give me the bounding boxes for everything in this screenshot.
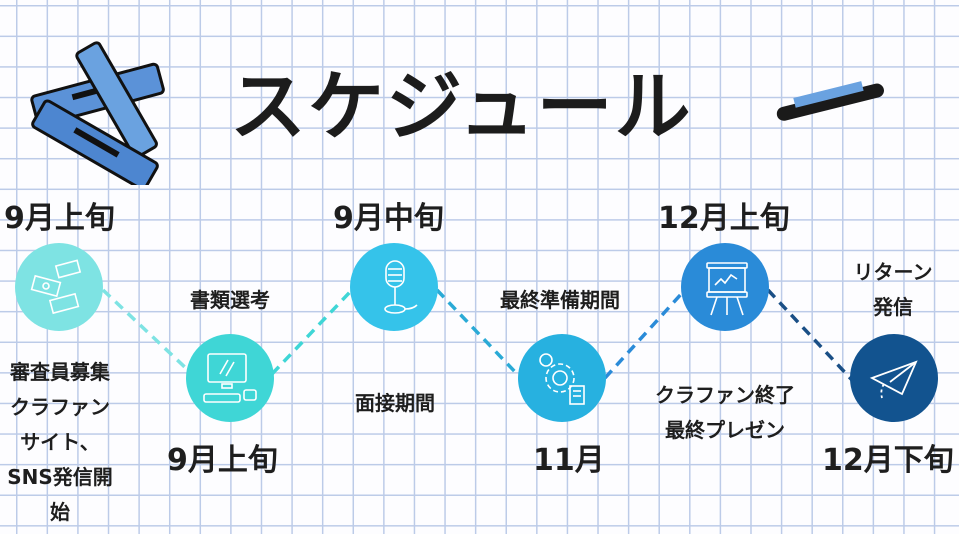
step-5-circle (681, 243, 769, 331)
step-1-description: 審査員募集 クラファン サイト、 SNS発信開 始 (0, 355, 120, 530)
step-4-circle (518, 334, 606, 422)
money-icon (30, 259, 82, 315)
step-2-description: 書類選考 (190, 288, 270, 312)
step-4-date: 11月 (533, 443, 605, 478)
desc-line: 最終プレゼン (665, 418, 785, 442)
desc-line: 始 (50, 500, 70, 524)
step-1-date: 9月上旬 (4, 201, 115, 236)
connector-line (435, 288, 520, 377)
pen-illustration (776, 81, 884, 121)
desc-line: SNS発信開 (7, 465, 113, 489)
connector-line (603, 290, 685, 380)
connector-line (766, 288, 854, 382)
desc-line: 審査員募集 (10, 360, 110, 384)
crayons-illustration (30, 41, 165, 185)
microphone-icon (384, 260, 418, 314)
desc-line: リターン (853, 260, 933, 284)
step-5-date: 12月上旬 (658, 201, 790, 236)
desc-line: クラファン終了 (655, 383, 795, 407)
presentation-board-icon (706, 262, 748, 316)
step-3-circle (350, 243, 438, 331)
desc-line: サイト、 (20, 430, 100, 454)
gear-document-icon (539, 353, 585, 405)
connector-line (270, 290, 352, 376)
step-6-circle (850, 334, 938, 422)
paper-plane-icon (869, 360, 918, 399)
step-3-description: 面接期間 (355, 391, 435, 415)
step-2-date: 9月上旬 (167, 443, 278, 478)
step-5-description: クラファン終了 最終プレゼン (630, 378, 820, 448)
desc-line: クラファン (10, 395, 110, 419)
page-title: スケジュール (230, 62, 693, 151)
computer-icon (203, 353, 257, 403)
step-2-circle (186, 334, 274, 422)
step-1-circle (15, 243, 103, 331)
step-3-date: 9月中旬 (333, 201, 444, 236)
connector-line (101, 288, 192, 374)
step-6-date: 12月下旬 (822, 443, 954, 478)
desc-line: 発信 (873, 295, 913, 319)
step-6-description: リターン 発信 (838, 255, 948, 325)
step-4-description: 最終準備期間 (500, 288, 620, 312)
